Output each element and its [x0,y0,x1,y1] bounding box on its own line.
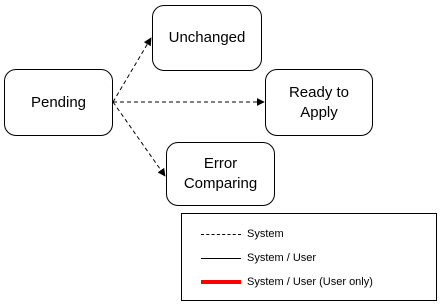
legend-label: System [247,228,284,240]
legend-label: System / User (User only) [247,276,373,288]
state-node-pending: Pending [4,69,113,136]
state-node-ready-to-apply: Ready to Apply [265,69,373,136]
legend-label: System / User [247,252,317,264]
legend-swatch-solid-line [201,258,241,259]
state-node-unchanged: Unchanged [152,5,262,71]
state-label-unchanged: Unchanged [168,29,246,46]
edge-pending-to-unchanged [112,37,152,103]
state-label-ready-to-apply: Ready to Apply [288,83,350,121]
state-node-error-comparing: Error Comparing [166,142,275,206]
legend-swatch-dashed-line [201,234,241,235]
legend-item-system: System [182,225,436,243]
legend-item-system-user-user-only: System / User (User only) [182,273,436,291]
state-label-pending: Pending [30,93,87,111]
legend-item-system-user: System / User [182,249,436,267]
legend-swatch-thick-red-line [201,280,241,284]
legend: System System / User System / User (User… [181,213,437,301]
state-label-error-comparing: Error Comparing [183,155,258,192]
edge-pending-to-error [112,101,166,177]
